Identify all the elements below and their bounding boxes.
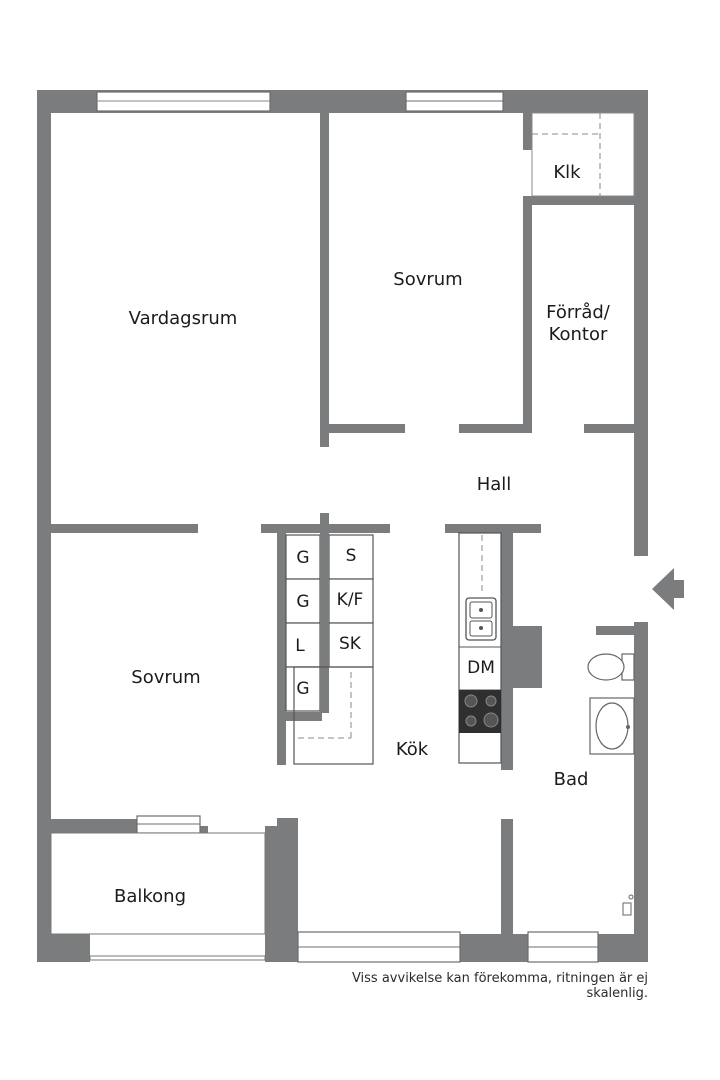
closet-shelves xyxy=(531,112,635,197)
cabinet-label: SK xyxy=(339,634,361,654)
wall-left xyxy=(37,90,51,962)
room-label-storage: Förråd/ Kontor xyxy=(546,302,610,345)
cabinet-label: G xyxy=(296,592,310,612)
drain-icon xyxy=(622,894,634,916)
cabinet-label: S xyxy=(345,546,357,566)
cabinet-label: L xyxy=(295,636,305,656)
balcony-railing xyxy=(89,955,266,961)
wall-kitchen-cabinet-left xyxy=(277,533,286,765)
disclaimer-note: Viss avvikelse kan förekomma, ritningen … xyxy=(351,971,648,1001)
wall-closet-left xyxy=(523,113,532,150)
wall-kitchen-top-right xyxy=(445,524,541,533)
wall-bedroom-bottom-b xyxy=(459,424,532,433)
room-label-kitchen: Kök xyxy=(395,739,429,760)
dishwasher-label: DM xyxy=(467,658,495,678)
wall-right-upper xyxy=(634,90,648,556)
wall-bottom-mid2 xyxy=(460,934,528,962)
room-label-bedroom-left: Sovrum xyxy=(131,667,201,688)
wall-storage-bottom xyxy=(584,424,634,433)
cabinet-label: K/F xyxy=(336,590,364,610)
interior-walls xyxy=(51,113,634,934)
wall-right-lower xyxy=(634,622,648,962)
kitchen-cabinets-left xyxy=(285,533,374,765)
balcony-floor xyxy=(50,832,266,935)
wall-living-bottom xyxy=(51,524,198,533)
room-label-balcony: Balkong xyxy=(113,886,186,907)
wall-bath-top xyxy=(596,626,634,635)
room-label-living: Vardagsrum xyxy=(128,308,238,329)
wall-kitchen-stub xyxy=(320,513,329,533)
sink-icon xyxy=(465,597,497,641)
wall-bath-shaft xyxy=(513,626,542,688)
stove-icon xyxy=(459,690,501,733)
wall-bottom-right xyxy=(598,934,648,962)
entrance-arrow-icon xyxy=(652,568,684,610)
wall-bedroom-bottom-a xyxy=(320,424,405,433)
wall-bedroom-bottom-b2 xyxy=(200,826,208,833)
wall-kitchen-cabinet-bottom xyxy=(277,712,322,721)
wall-bottom-middle xyxy=(265,934,298,962)
wall-balcony-right xyxy=(265,826,277,934)
cabinet-label: G xyxy=(296,679,310,699)
room-label-closet: Klk xyxy=(553,162,581,183)
wall-bath-left xyxy=(501,533,513,770)
windows xyxy=(96,91,599,963)
toilet-icon xyxy=(587,653,635,681)
cabinet-label: G xyxy=(296,548,310,568)
wall-living-bedroom-divider xyxy=(320,113,329,447)
room-label-bedroom-top: Sovrum xyxy=(393,269,463,290)
wall-storage-left xyxy=(523,196,532,433)
wall-closet-bottom xyxy=(523,196,634,205)
wall-bath-lower xyxy=(501,819,513,934)
wall-kitchen-lower-left xyxy=(277,818,298,934)
room-label-bath: Bad xyxy=(553,769,589,790)
wall-bottom-left xyxy=(37,934,90,962)
wall-bedroom-bottom xyxy=(51,819,139,833)
washbasin-icon xyxy=(589,697,635,755)
room-label-hall: Hall xyxy=(476,474,512,495)
